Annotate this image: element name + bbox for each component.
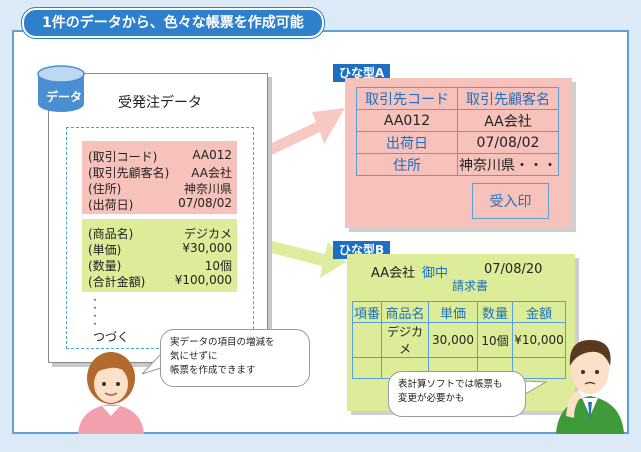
- record-value: 07/08/02: [178, 196, 232, 210]
- order-data-document: [48, 73, 268, 363]
- customer-fields-block: [82, 141, 237, 214]
- invoice-honorific: 御中: [422, 266, 449, 281]
- table-cell: [352, 322, 382, 358]
- database-label: データ: [46, 90, 83, 104]
- bubble-line: 表計算ソフトでは帳票も: [398, 379, 503, 390]
- template-a-label: ひな型A: [333, 64, 391, 82]
- database-icon: [37, 65, 85, 112]
- record-key: (商品名): [88, 227, 134, 241]
- table-cell: 30,000: [428, 322, 478, 358]
- record-value: デジカメ: [183, 227, 232, 241]
- table-cell: [352, 357, 382, 379]
- speech-bubble-right: 表計算ソフトでは帳票も 変更が必要かも: [388, 371, 526, 417]
- table-cell: ¥10,000: [512, 322, 566, 358]
- template-a-table: 取引先コード 取引先顧客名 AA012 AA会社 出荷日 07/08/02 住所…: [356, 87, 559, 176]
- record-value: AA012: [192, 148, 232, 162]
- record-value: ¥100,000: [174, 273, 232, 287]
- record-key: (出荷日): [88, 198, 134, 212]
- table-cell: デジカメ: [381, 322, 429, 358]
- invoice-title: 請求書: [452, 279, 489, 293]
- table-cell: AA012: [356, 109, 458, 132]
- page-title: 1件のデータから、色々な帳票を作成可能: [22, 8, 324, 38]
- record-key: (取引コード): [88, 150, 158, 164]
- record-value: 10個: [204, 259, 232, 273]
- column-header: 金額: [512, 301, 566, 323]
- continuation-dots: ····: [93, 293, 97, 331]
- table-row: 出荷日 07/08/02: [356, 131, 559, 154]
- record-value: AA会社: [191, 166, 232, 180]
- column-header: 商品名: [381, 301, 429, 323]
- table-cell: 取引先顧客名: [457, 87, 559, 110]
- record-key: (取引先顧客名): [88, 166, 170, 180]
- record-key: (合計金額): [88, 275, 146, 289]
- table-cell: AA会社: [457, 109, 559, 132]
- bubble-line: 帳票を作成できます: [170, 365, 256, 376]
- table-cell: [512, 357, 566, 379]
- record-key: (単価): [88, 243, 122, 257]
- column-header: 数量: [477, 301, 513, 323]
- record-key: (数量): [88, 259, 122, 273]
- table-row: デジカメ 30,000 10個 ¥10,000: [352, 322, 566, 358]
- record-key: (住所): [88, 182, 122, 196]
- table-cell: 住所: [356, 153, 458, 176]
- table-row: AA012 AA会社: [356, 109, 559, 132]
- speech-bubble-left: 実データの項目の増減を 気にせずに 帳票を作成できます: [160, 329, 310, 387]
- bubble-line: 実データの項目の増減を: [170, 337, 275, 348]
- record-value: 神奈川県: [183, 182, 232, 196]
- table-cell: 神奈川県・・・: [457, 153, 559, 176]
- column-header: 単価: [428, 301, 478, 323]
- bubble-line: 変更が必要かも: [398, 393, 465, 404]
- invoice-date: 07/08/20: [484, 262, 543, 277]
- woman-illustration: [78, 352, 144, 434]
- bubble-line: 気にせずに: [170, 351, 218, 362]
- man-illustration: [556, 340, 624, 434]
- receipt-stamp-box: 受入印: [472, 183, 549, 219]
- table-row: 住所 神奈川県・・・: [356, 153, 559, 176]
- column-header: 項番: [352, 301, 382, 323]
- product-fields-block: [82, 219, 237, 292]
- table-cell: 出荷日: [356, 131, 458, 154]
- record-value: ¥30,000: [182, 241, 232, 255]
- invoice-table: 項番 商品名 単価 数量 金額 デジカメ 30,000 10個 ¥10,000: [352, 301, 566, 379]
- table-cell: 07/08/02: [457, 131, 559, 154]
- table-cell: 取引先コード: [356, 87, 458, 110]
- table-cell: 10個: [477, 322, 513, 358]
- continued-label: つづく: [93, 330, 130, 344]
- order-data-title: 受発注データ: [118, 95, 202, 111]
- invoice-company: AA会社: [371, 266, 416, 281]
- table-header-row: 項番 商品名 単価 数量 金額: [352, 301, 566, 323]
- table-row: 取引先コード 取引先顧客名: [356, 87, 559, 110]
